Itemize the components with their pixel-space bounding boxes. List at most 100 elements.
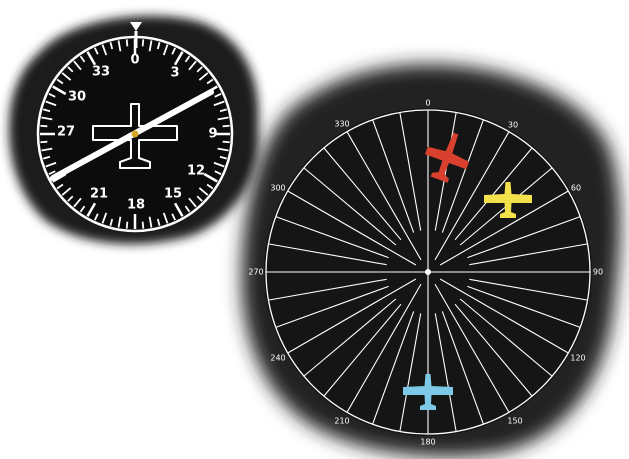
heading-tick (156, 42, 161, 50)
aircraft-symbol (92, 103, 178, 169)
heading-scale-labels: 0 3 9 12 15 18 21 27 30 33 (57, 53, 218, 213)
heading-tick (206, 78, 214, 85)
azimuth-radial-line (323, 303, 402, 397)
heading-tick (48, 93, 56, 98)
azimuth-label-0: 0 (425, 99, 430, 108)
azimuth-display: 0 30 60 90 120 150 180 210 240 270 300 3… (241, 64, 621, 457)
azimuth-radial-line (268, 278, 387, 301)
azimuth-radial-line (268, 243, 387, 266)
heading-tick (101, 212, 108, 224)
blue-aircraft-icon (403, 374, 453, 410)
azimuth-radial-line (454, 147, 533, 241)
heading-tick (214, 170, 222, 175)
heading-tick (45, 161, 57, 168)
heading-tick (67, 195, 74, 202)
heading-tick (94, 213, 99, 221)
heading-tick (188, 60, 197, 71)
azimuth-radial-line (469, 243, 588, 266)
azimuth-radial-line (459, 298, 553, 377)
heading-tick (184, 55, 191, 63)
azimuth-label-240: 240 (270, 354, 285, 363)
heading-tick (125, 39, 129, 47)
heading-tick (156, 218, 161, 226)
heading-tick (196, 195, 203, 202)
heading-tick (43, 155, 51, 160)
azimuth-radial-line (441, 119, 484, 233)
heading-tick (61, 187, 72, 196)
azimuth-label-150: 150 (507, 417, 522, 426)
azimuth-radial-line (346, 283, 422, 413)
heading-tick (171, 47, 176, 55)
heading-tick (86, 202, 97, 217)
heading-tick (173, 51, 184, 66)
heading-tick (94, 47, 99, 55)
heading-tick (213, 100, 225, 107)
azimuth-radial-line (372, 311, 415, 425)
heading-label-21: 21 (90, 187, 108, 202)
azimuth-radial-line (275, 285, 389, 328)
azimuth-label-300: 300 (270, 184, 285, 193)
heading-tick (217, 147, 229, 152)
heading-label-18: 18 (127, 198, 145, 213)
heading-tick (222, 140, 230, 144)
heading-tick (73, 60, 82, 71)
heading-label-3: 3 (170, 66, 179, 81)
azimuth-label-330: 330 (334, 120, 349, 129)
azimuth-radial-line (372, 119, 415, 233)
azimuth-radial-line (469, 278, 588, 301)
heading-label-27: 27 (57, 125, 75, 140)
azimuth-radial-line (399, 112, 422, 231)
azimuth-label-60: 60 (571, 184, 581, 193)
heading-tick (217, 116, 229, 121)
heading-tick (86, 51, 97, 66)
azimuth-label-180: 180 (420, 438, 435, 447)
azimuth-radial-line (323, 147, 402, 241)
heading-label-33: 33 (92, 65, 110, 80)
heading-tick (206, 183, 214, 190)
yellow-aircraft-icon (484, 182, 532, 218)
azimuth-radial-line (287, 278, 417, 354)
azimuth-radial-line (439, 190, 569, 266)
azimuth-radial-line (346, 131, 422, 261)
heading-tick (109, 218, 114, 226)
azimuth-radial-lines (266, 110, 590, 434)
heading-tick (214, 93, 222, 98)
heading-tick (148, 40, 153, 52)
azimuth-label-270: 270 (248, 268, 263, 277)
azimuth-label-30: 30 (508, 121, 518, 130)
azimuth-radial-line (399, 313, 422, 432)
heading-tick (41, 147, 53, 152)
heading-tick (219, 108, 227, 113)
azimuth-label-120: 120 (570, 354, 585, 363)
needle-pivot (131, 130, 139, 138)
heading-tick (61, 72, 72, 81)
heading-tick (203, 172, 218, 183)
azimuth-radial-line (434, 313, 457, 432)
heading-tick (141, 39, 145, 47)
azimuth-radial-line (303, 298, 397, 377)
heading-tick (45, 100, 57, 107)
lubber-line-triangle (130, 22, 142, 31)
azimuth-radial-line (434, 283, 510, 413)
heading-tick (141, 221, 145, 229)
azimuth-radial-line (434, 112, 457, 231)
heading-tick (109, 42, 114, 50)
heading-tick (117, 40, 122, 52)
heading-label-0: 0 (130, 53, 139, 68)
heading-tick (41, 116, 53, 121)
heading-tick (222, 124, 230, 128)
heading-tick (148, 216, 153, 228)
azimuth-label-90: 90 (593, 268, 603, 277)
azimuth-radial-line (439, 278, 569, 354)
azimuth-scale-labels: 0 30 60 90 120 150 180 210 240 270 300 3… (248, 99, 603, 447)
heading-tick (48, 170, 56, 175)
heading-tick (79, 205, 86, 213)
heading-tick (40, 124, 48, 128)
azimuth-radial-line (467, 216, 581, 259)
heading-tick (40, 140, 48, 144)
heading-tick (173, 202, 184, 217)
heading-indicator: 0 3 9 12 15 18 21 27 30 33 (9, 15, 259, 244)
heading-tick (219, 155, 227, 160)
azimuth-radial-line (467, 285, 581, 328)
